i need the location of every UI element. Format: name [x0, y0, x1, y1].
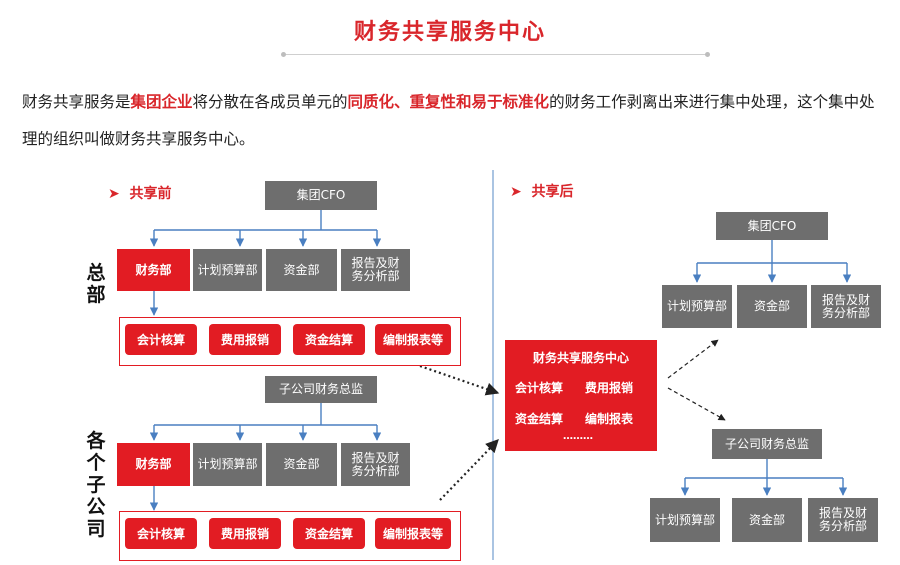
- sub-task-settlement: 资金结算: [293, 518, 365, 549]
- hq-funds-dept: 资金部: [266, 249, 337, 291]
- center-task-reporting: 编制报表: [585, 412, 634, 426]
- after-label-text: 共享后: [531, 184, 574, 200]
- after-sub-funds-dept: 资金部: [732, 498, 802, 542]
- group-cfo-box: 集团CFO: [265, 181, 377, 210]
- sub-tree-lines: [149, 403, 382, 511]
- intro-highlight-1: 集团企业: [130, 93, 193, 111]
- sub-task-reporting: 编制报表等: [375, 518, 451, 549]
- sub-task-accounting: 会计核算: [125, 518, 197, 549]
- title-divider: [281, 52, 710, 57]
- hq-side-label: 总部: [86, 262, 106, 306]
- intro-text-3: 的财务工作剥离出来进行集中处理，这个集中处理的组织叫做财务共享服务中心。: [22, 93, 875, 148]
- after-group-cfo-box: 集团CFO: [716, 212, 828, 240]
- center-title: 财务共享服务中心: [532, 351, 629, 365]
- after-sub-planning-dept: 计划预算部: [650, 498, 720, 542]
- intro-text-2: 将分散在各成员单元的: [192, 93, 348, 111]
- after-cfo-tree-lines: [692, 240, 852, 283]
- sub-funds-dept: 资金部: [266, 443, 337, 486]
- hq-planning-dept: 计划预算部: [193, 249, 262, 291]
- after-sub-report-dept: 报告及财务分析部: [808, 498, 878, 542]
- page-title: 财务共享服务中心: [353, 19, 546, 45]
- center-task-expense: 费用报销: [585, 381, 634, 395]
- center-task-settlement: 资金结算: [515, 412, 564, 426]
- sub-report-dept: 报告及财务分析部: [341, 443, 410, 486]
- hq-finance-dept: 财务部: [117, 249, 190, 291]
- intro-highlight-2: 同质化、重复性和易于标准化: [347, 93, 550, 111]
- flow-to-center: [419, 364, 500, 501]
- hq-report-dept: 报告及财务分析部: [341, 249, 410, 291]
- sub-task-expense: 费用报销: [209, 518, 281, 549]
- hq-task-accounting: 会计核算: [125, 324, 197, 355]
- before-section-label: ➤ 共享前: [108, 183, 171, 203]
- sub-finance-dept: 财务部: [117, 443, 190, 486]
- chevron-right-icon: ➤: [108, 186, 120, 202]
- after-planning-dept: 计划预算部: [662, 285, 732, 328]
- before-label-text: 共享前: [129, 186, 172, 202]
- after-report-dept: 报告及财务分析部: [811, 285, 881, 328]
- shared-service-center-box: 财务共享服务中心 会计核算 费用报销 资金结算 编制报表 ………: [505, 340, 657, 451]
- chevron-right-icon: ➤: [510, 184, 522, 200]
- intro-paragraph: 财务共享服务是集团企业将分散在各成员单元的同质化、重复性和易于标准化的财务工作剥…: [22, 84, 882, 158]
- after-funds-dept: 资金部: [737, 285, 807, 328]
- hq-task-settlement: 资金结算: [293, 324, 365, 355]
- intro-text-1: 财务共享服务是: [22, 93, 131, 111]
- after-sub-tree-lines: [680, 459, 848, 496]
- hq-task-reporting: 编制报表等: [375, 324, 451, 355]
- sub-finance-director-box: 子公司财务总监: [265, 376, 377, 403]
- after-section-label: ➤ 共享后: [510, 181, 573, 201]
- flow-from-center: [667, 339, 726, 421]
- hq-task-expense: 费用报销: [209, 324, 281, 355]
- sub-planning-dept: 计划预算部: [193, 443, 262, 486]
- center-ellipsis: ………: [563, 431, 593, 442]
- after-sub-director-box: 子公司财务总监: [712, 429, 822, 459]
- subsidiary-side-label: 各个子公司: [86, 430, 106, 540]
- hq-tree-lines: [149, 210, 382, 316]
- center-task-accounting: 会计核算: [515, 381, 564, 395]
